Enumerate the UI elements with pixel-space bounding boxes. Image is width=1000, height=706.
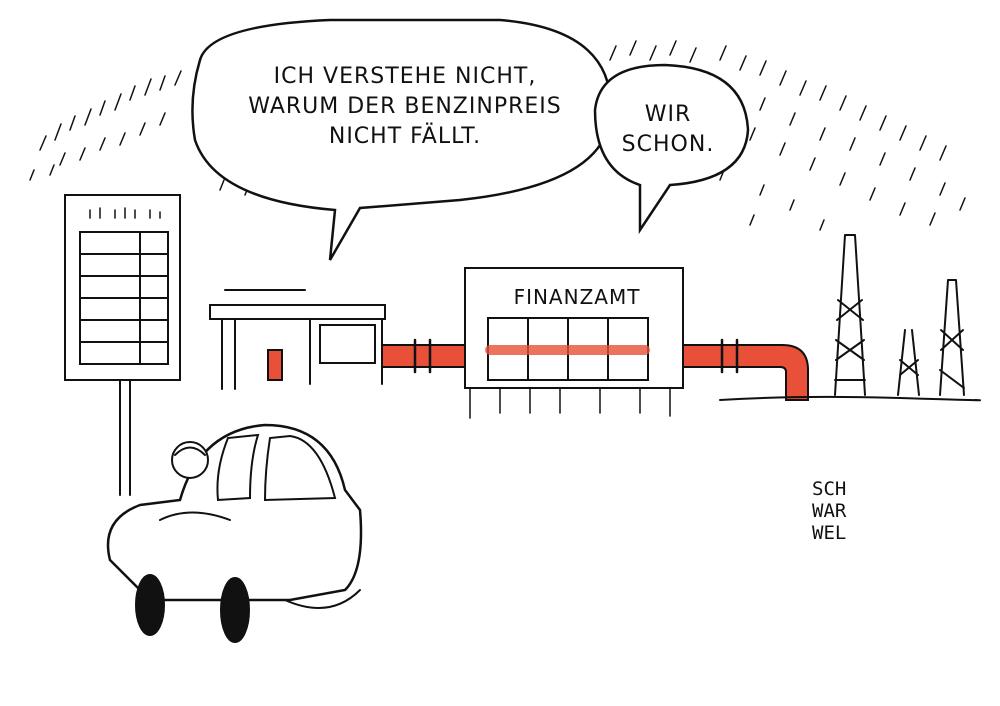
speech-line: NICHT FÄLLT.	[328, 124, 482, 149]
building-sign: FINANZAMT	[513, 285, 641, 309]
speech-bubble-left-text: ICH VERSTEHE NICHT, WARUM DER BENZINPREI…	[235, 62, 575, 152]
speech-bubble-right	[593, 63, 750, 235]
speech-line: SCHON.	[621, 132, 715, 157]
oil-derricks	[719, 234, 981, 402]
signature-line: SCH	[812, 478, 847, 500]
speech-line: ICH VERSTEHE NICHT,	[273, 64, 537, 89]
pipe	[381, 338, 809, 401]
finanzamt-building	[464, 267, 684, 419]
signature-line: WEL	[812, 522, 847, 544]
price-sign	[64, 194, 181, 496]
speech-bubble-left	[191, 18, 613, 261]
artist-signature: SCH WAR WEL	[812, 478, 902, 544]
sky-hatching	[29, 40, 966, 231]
car	[106, 423, 363, 643]
gas-station	[209, 289, 386, 390]
speech-line: WIR	[644, 102, 692, 127]
speech-bubble-right-text: WIR SCHON.	[598, 100, 738, 160]
signature-line: WAR	[812, 500, 847, 522]
speech-line: WARUM DER BENZINPREIS	[248, 94, 562, 119]
